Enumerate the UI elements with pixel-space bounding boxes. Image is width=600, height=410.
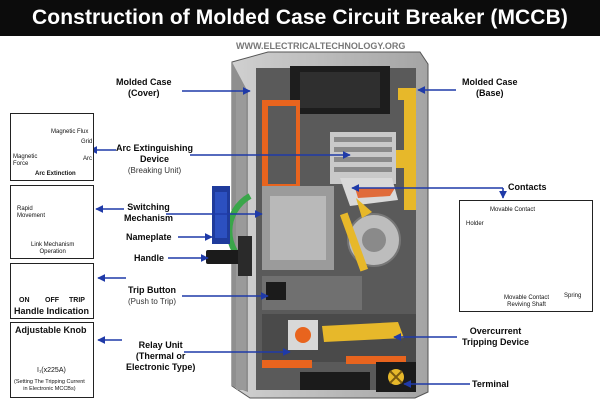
state-off: OFF bbox=[45, 297, 59, 304]
panel-text-grid: Grid bbox=[81, 139, 93, 145]
panel-handle-indication: ON OFF TRIP Handle Indication bbox=[10, 263, 94, 319]
inner-mechanism bbox=[206, 66, 416, 392]
label-nameplate: Nameplate bbox=[126, 232, 172, 242]
state-trip: TRIP bbox=[69, 297, 85, 304]
page-title: Construction of Molded Case Circuit Brea… bbox=[32, 6, 568, 29]
label-contacts: Contacts bbox=[508, 182, 547, 192]
watermark-text: WWW.ELECTRICALTECHNOLOGY.ORG bbox=[236, 41, 406, 51]
panel-text-magnetic-flux: Magnetic Flux bbox=[51, 129, 89, 135]
state-on: ON bbox=[19, 297, 30, 304]
panel-text-formula: I₁(x225A) bbox=[37, 367, 66, 374]
panel-caption-arc-extinction: Arc Extinction bbox=[35, 171, 76, 177]
panel-adjustable-knob: Adjustable Knob I₁(x225A) (Setting The T… bbox=[10, 322, 94, 398]
panel-contacts-detail: Movable Contact Holder Spring Movable Co… bbox=[459, 200, 593, 312]
label-molded-case-base: Molded Case(Base) bbox=[462, 77, 518, 98]
panel-caption-handle-indication: Handle Indication bbox=[14, 306, 90, 316]
panel-heading-adjustable-knob: Adjustable Knob bbox=[15, 325, 87, 335]
label-trip-button: Trip Button(Push to Trip) bbox=[128, 285, 177, 306]
leader-lines bbox=[89, 86, 507, 388]
title-bar bbox=[0, 0, 600, 36]
panel-text-spring: Spring bbox=[564, 293, 582, 299]
arc-chute bbox=[330, 132, 396, 184]
label-handle: Handle bbox=[134, 253, 165, 263]
label-molded-case-cover: Molded Case(Cover) bbox=[116, 77, 172, 98]
label-terminal: Terminal bbox=[472, 379, 509, 389]
panel-text-movable-contact: Movable Contact bbox=[490, 207, 536, 213]
panel-text-holder: Holder bbox=[466, 221, 484, 227]
panel-text-arc: Arc bbox=[83, 156, 92, 162]
